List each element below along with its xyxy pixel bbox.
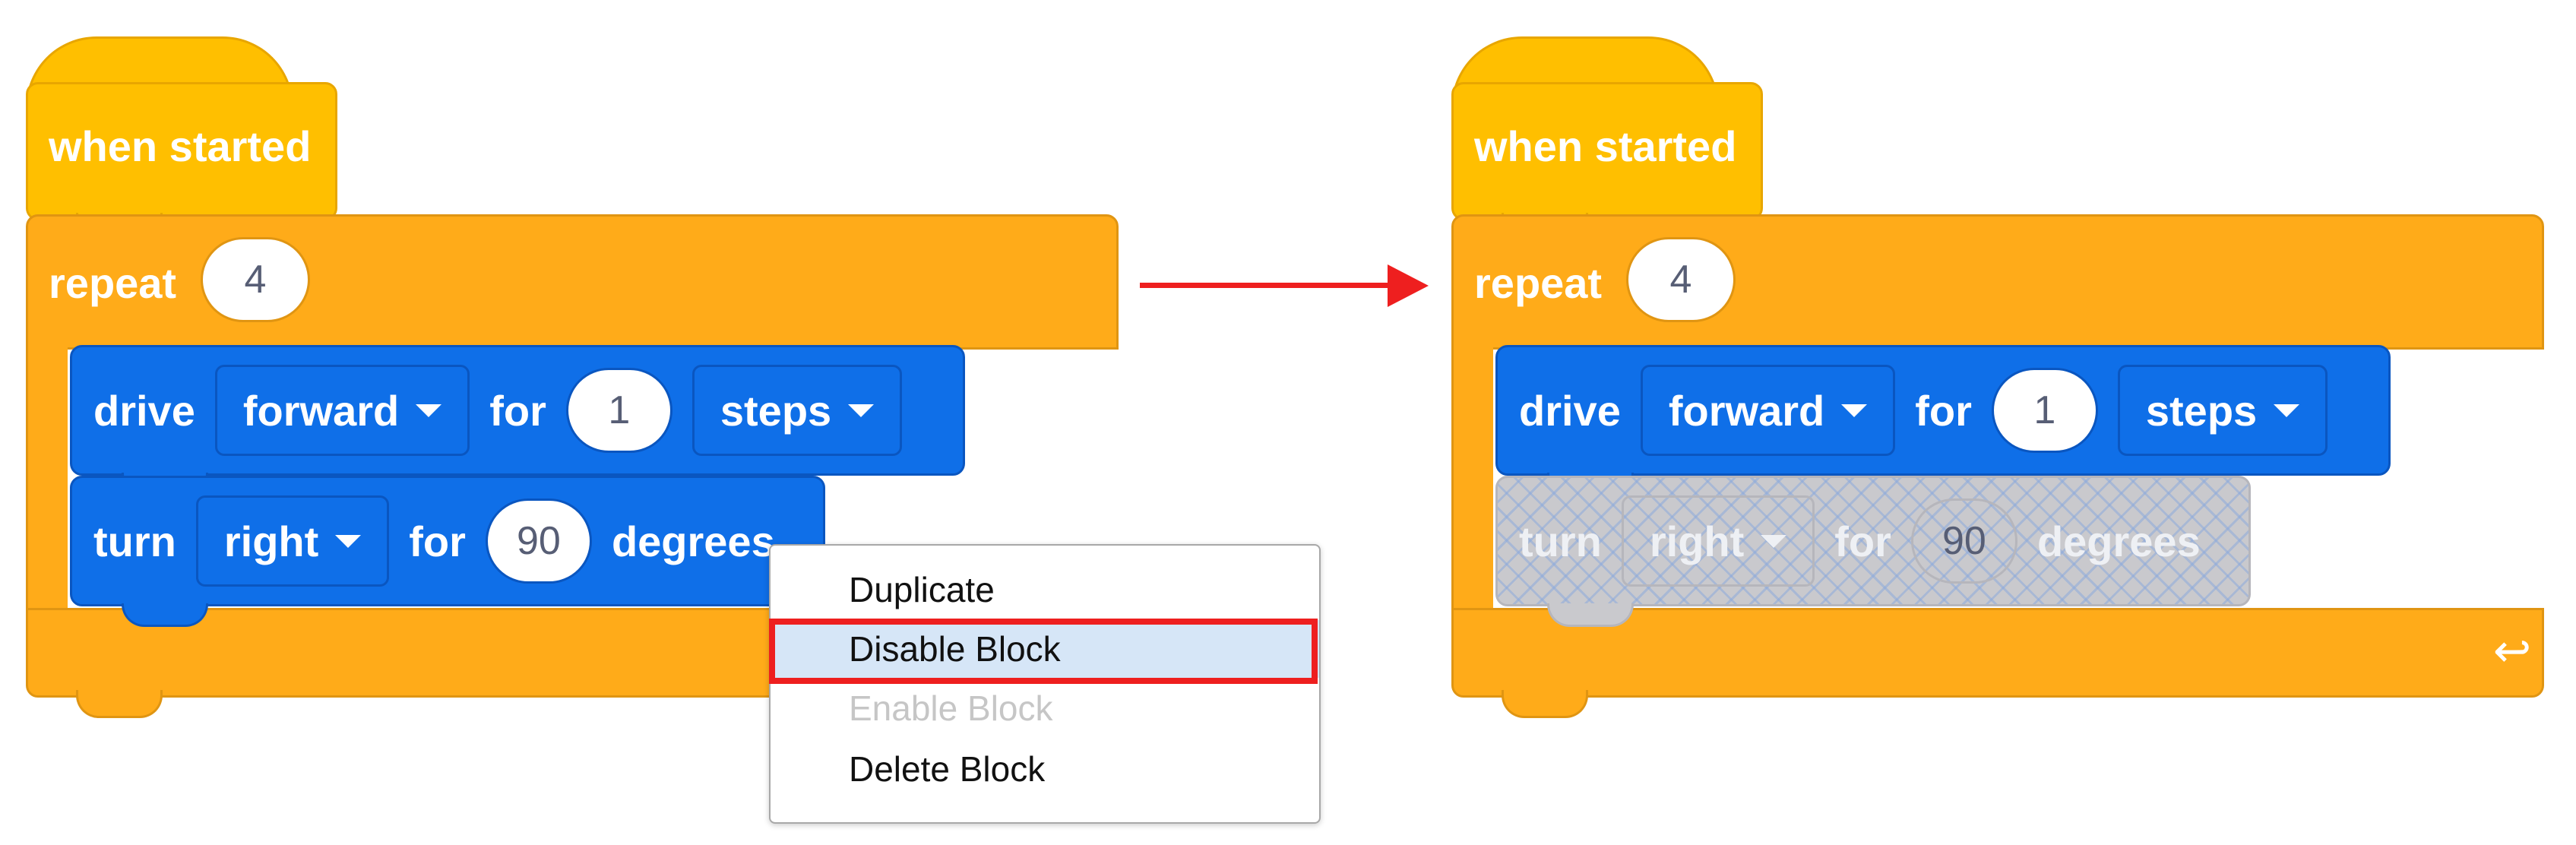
repeat-block[interactable] [1451, 214, 2544, 350]
triangle-down-icon [1761, 534, 1787, 548]
repeat-block-notch [76, 690, 163, 718]
repeat-block[interactable] [26, 214, 1119, 350]
menu-item-delete-block[interactable]: Delete Block [849, 749, 1046, 789]
drive-amount-input[interactable]: 1 [565, 368, 672, 453]
turn-unit-label: degrees [611, 517, 775, 565]
triangle-down-icon [1841, 404, 1868, 417]
arrow-head [1388, 264, 1429, 307]
menu-item-disable-block[interactable]: Disable Block [771, 620, 1319, 678]
panel-before: when started repeat 4 drive forward for … [0, 0, 1216, 845]
repeat-label: repeat [1474, 259, 1603, 307]
panel-after: when started repeat 4 ↩ drive forward fo… [1426, 0, 2576, 845]
drive-unit-dropdown[interactable]: steps [691, 365, 903, 456]
turn-block[interactable]: turn right for 90 degrees [70, 476, 825, 606]
when-started-block[interactable] [26, 82, 337, 220]
drive-direction-dropdown[interactable]: forward [1640, 365, 1896, 456]
when-started-label: when started [49, 122, 312, 170]
repeat-block-arm [26, 345, 68, 611]
triangle-down-icon [335, 534, 362, 548]
turn-block-notch [1547, 603, 1634, 627]
triangle-down-icon [2274, 404, 2300, 417]
drive-amount-input[interactable]: 1 [1991, 368, 2098, 453]
turn-block-disabled[interactable]: turn right for 90 degrees [1495, 476, 2251, 606]
drive-direction-value: forward [242, 386, 400, 435]
turn-label: turn [93, 517, 176, 565]
drive-unit-value: steps [720, 386, 832, 435]
repeat-count-input[interactable]: 4 [1626, 237, 1736, 322]
drive-block[interactable]: drive forward for 1 steps [70, 345, 965, 476]
turn-direction-dropdown: right [1621, 495, 1815, 587]
triangle-down-icon [848, 404, 875, 417]
drive-unit-value: steps [2145, 386, 2258, 435]
context-menu: Duplicate Disable Block Enable Block Del… [769, 544, 1321, 824]
loop-arrow-icon: ↩ [2492, 625, 2532, 676]
turn-unit-label: degrees [2036, 517, 2201, 565]
repeat-label: repeat [49, 259, 177, 307]
turn-amount-input: 90 [1910, 498, 2017, 584]
for-label: for [409, 517, 466, 565]
for-label: for [489, 386, 546, 435]
repeat-block-bottom[interactable] [1451, 608, 2544, 698]
for-label: for [1915, 386, 1972, 435]
when-started-block[interactable] [1451, 82, 1763, 220]
when-started-label: when started [1474, 122, 1737, 170]
repeat-count-input[interactable]: 4 [201, 237, 310, 322]
repeat-block-notch [1502, 690, 1588, 718]
turn-block-notch [122, 603, 208, 627]
turn-direction-dropdown[interactable]: right [195, 495, 390, 587]
for-label: for [1834, 517, 1891, 565]
drive-block[interactable]: drive forward for 1 steps [1495, 345, 2391, 476]
turn-label: turn [1519, 517, 1602, 565]
drive-label: drive [93, 386, 195, 435]
turn-direction-value: right [1649, 517, 1745, 565]
right-arrow-icon [1140, 283, 1391, 288]
menu-item-enable-block: Enable Block [849, 688, 1053, 728]
repeat-block-arm [1451, 345, 1493, 611]
drive-label: drive [1519, 386, 1621, 435]
menu-item-duplicate[interactable]: Duplicate [849, 570, 995, 609]
turn-amount-input[interactable]: 90 [485, 498, 592, 584]
drive-direction-dropdown[interactable]: forward [214, 365, 470, 456]
triangle-down-icon [416, 404, 442, 417]
drive-unit-dropdown[interactable]: steps [2117, 365, 2328, 456]
turn-direction-value: right [223, 517, 319, 565]
drive-direction-value: forward [1668, 386, 1825, 435]
